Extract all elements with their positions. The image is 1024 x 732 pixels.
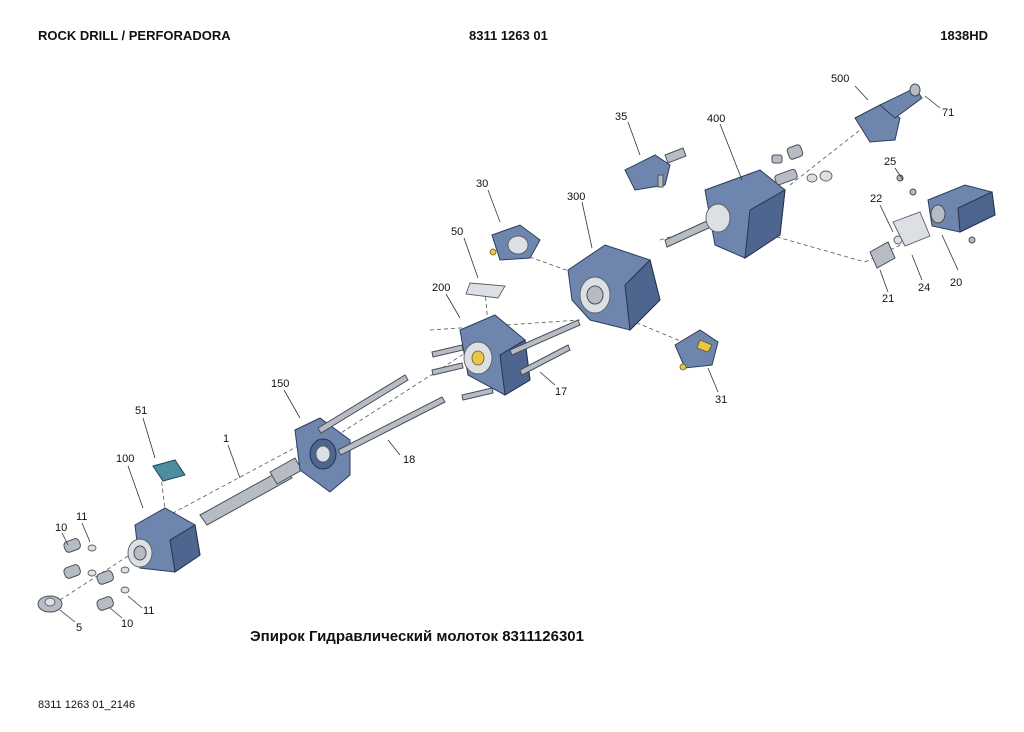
callout-labels: 500 71 35 400 25 30 300 22 50 200 21 24 … bbox=[55, 73, 962, 634]
part-1-shank bbox=[199, 457, 303, 526]
callout-11-top: 11 bbox=[76, 511, 87, 523]
callout-300: 300 bbox=[567, 191, 585, 203]
header-model: 1838HD bbox=[940, 28, 988, 43]
part-30-accumulator bbox=[489, 224, 541, 261]
callout-17: 17 bbox=[555, 386, 567, 398]
part-400-rotation-housing bbox=[664, 144, 833, 259]
callout-10-top: 10 bbox=[55, 522, 67, 534]
part-5-cap bbox=[37, 595, 63, 613]
part-150-flange bbox=[294, 417, 351, 493]
callout-400: 400 bbox=[707, 113, 725, 125]
footer-reference: 8311 1263 01_2146 bbox=[38, 699, 136, 711]
part-50-plate bbox=[465, 282, 506, 299]
part-51-plate bbox=[152, 459, 186, 482]
leader-lines bbox=[59, 85, 959, 623]
parts-21-22-24-bushing-seal bbox=[869, 211, 931, 269]
callout-25: 25 bbox=[884, 156, 896, 168]
callout-1: 1 bbox=[223, 433, 229, 445]
part-18-rod bbox=[317, 374, 446, 456]
callout-11-bottom: 11 bbox=[143, 605, 154, 617]
callout-100: 100 bbox=[116, 453, 134, 465]
part-300-housing bbox=[567, 244, 661, 332]
callout-5: 5 bbox=[76, 622, 82, 634]
callout-150: 150 bbox=[271, 378, 289, 390]
callout-500: 500 bbox=[831, 73, 849, 85]
parts-10-11-bolts-washers bbox=[63, 538, 130, 611]
callout-24: 24 bbox=[918, 282, 930, 294]
callout-200: 200 bbox=[432, 282, 450, 294]
callout-31: 31 bbox=[715, 394, 727, 406]
part-200-cylinder bbox=[431, 314, 531, 401]
callout-30: 30 bbox=[476, 178, 488, 190]
diagram-caption: Эпирок Гидравлический молоток 8311126301 bbox=[250, 628, 584, 645]
part-35-valve bbox=[624, 147, 687, 191]
callout-18: 18 bbox=[403, 454, 415, 466]
part-20-rotation-motor bbox=[927, 184, 996, 233]
callout-10-bottom: 10 bbox=[121, 618, 133, 630]
part-17-rods bbox=[509, 319, 581, 376]
callout-20: 20 bbox=[950, 277, 962, 289]
callout-50: 50 bbox=[451, 226, 463, 238]
callout-35: 35 bbox=[615, 111, 627, 123]
callout-71: 71 bbox=[942, 107, 954, 119]
callout-22: 22 bbox=[870, 193, 882, 205]
header-part-number: 8311 1263 01 bbox=[469, 28, 548, 43]
part-500-damper bbox=[854, 83, 923, 143]
part-31-accumulator bbox=[674, 329, 719, 371]
part-100-front-head bbox=[127, 507, 201, 573]
callout-21: 21 bbox=[882, 293, 894, 305]
header-title: ROCK DRILL / PERFORADORA bbox=[38, 28, 231, 43]
callout-51: 51 bbox=[135, 405, 147, 417]
